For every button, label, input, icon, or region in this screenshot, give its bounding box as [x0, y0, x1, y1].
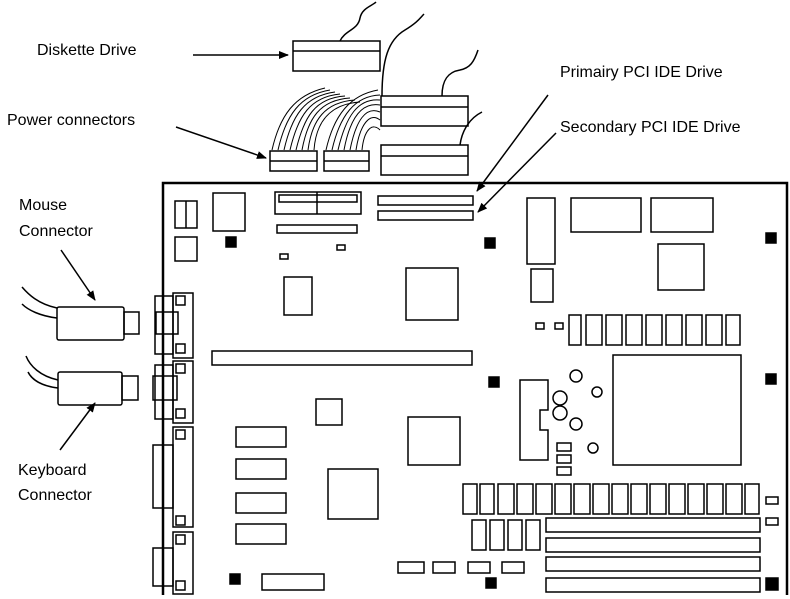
- diskette-drive-connector: [292, 1, 381, 72]
- label-primary-pci-ide: Primairy PCI IDE Drive: [560, 64, 723, 81]
- label-power-connectors: Power connectors: [7, 112, 136, 129]
- secondary-ide-arrow: [477, 132, 557, 213]
- power-connectors-arrow: [175, 126, 267, 159]
- power-cable-bundle-right: [325, 89, 381, 151]
- label-secondary-pci-ide: Secondary PCI IDE Drive: [560, 119, 741, 136]
- mouse-plug: [21, 286, 179, 341]
- label-keyboard-connector-line2: Connector: [18, 487, 92, 504]
- label-keyboard-connector-line1: Keyboard: [18, 462, 87, 479]
- primary-ide-arrow: [476, 94, 549, 192]
- mouse-connector-arrow: [60, 249, 96, 301]
- label-mouse-connector-line2: Connector: [19, 223, 93, 240]
- label-diskette-drive: Diskette Drive: [37, 42, 137, 59]
- keyboard-plug: [25, 355, 178, 406]
- label-mouse-connector-line1: Mouse: [19, 197, 68, 214]
- board-components-right: [397, 197, 779, 593]
- board-components: [174, 191, 500, 591]
- rear-io-connectors: [152, 292, 194, 595]
- motherboard-outline: [161, 181, 789, 595]
- keyboard-connector-arrow: [59, 402, 96, 451]
- primary-ide-cable-connector: [380, 13, 479, 127]
- power-connector-plugs: [269, 150, 370, 172]
- power-cable-bundle-left: [271, 87, 361, 151]
- secondary-ide-cable-connector: [380, 111, 483, 176]
